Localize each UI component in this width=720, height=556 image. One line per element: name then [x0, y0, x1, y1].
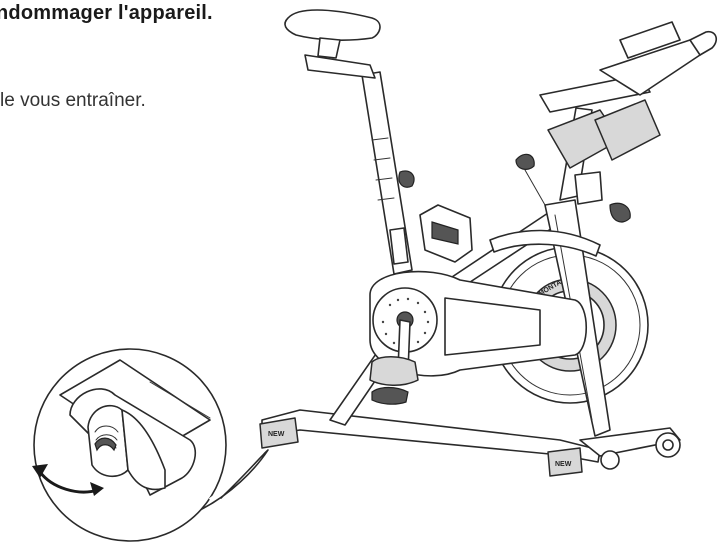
- handlebar-assembly: [515, 21, 718, 223]
- rear-foot: [259, 417, 299, 449]
- front-foot-label: NEW: [555, 461, 572, 468]
- instruction-heading: ndommager l'appareil.: [0, 2, 213, 24]
- rotate-arrow-icon: [32, 464, 104, 496]
- tension-knob: [515, 153, 535, 170]
- pedals: [369, 204, 473, 405]
- bike-base: NEW NEW: [259, 409, 681, 477]
- instruction-text: le vous entraîner.: [0, 90, 146, 111]
- front-foot: [547, 447, 583, 477]
- chain-guard-dots: [381, 297, 430, 348]
- saddle: [284, 9, 381, 41]
- seat-adjust-knob: [398, 170, 415, 188]
- tablet-holder: [619, 21, 681, 59]
- seat-assembly: [284, 9, 415, 275]
- leveler-foot-zoom: [59, 359, 211, 496]
- rear-foot-label: NEW: [268, 431, 285, 438]
- chain-guard: [369, 270, 587, 377]
